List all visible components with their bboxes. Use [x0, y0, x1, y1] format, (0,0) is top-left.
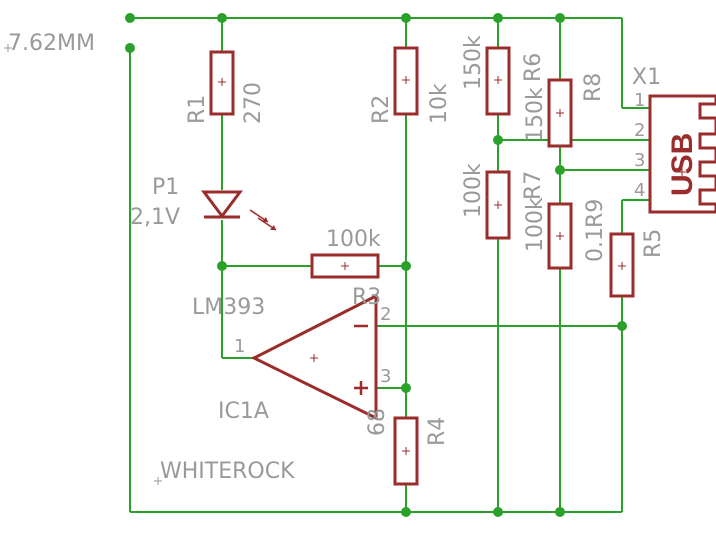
- usb-pin3-label: 3: [634, 150, 645, 171]
- junction-node: [493, 13, 503, 23]
- p1-name-label: P1: [152, 175, 179, 200]
- r2-value-label: 10k: [427, 83, 452, 124]
- junction-node: [401, 507, 411, 517]
- r6-name-label: R6: [521, 53, 546, 82]
- opamp-name-label: IC1A: [218, 399, 269, 424]
- r1-value-label: 270: [241, 82, 266, 124]
- r4-name-label: R4: [425, 417, 450, 446]
- origin-marks: [4, 44, 162, 485]
- junction-node: [493, 507, 503, 517]
- usb-pin2-label: 2: [634, 120, 645, 141]
- r4-value-label: 68: [365, 408, 390, 436]
- r5-name-label: R5: [641, 229, 666, 258]
- resistor-r5[interactable]: [609, 232, 635, 298]
- resistor-r3[interactable]: [310, 253, 380, 279]
- resistor-r1[interactable]: [209, 50, 235, 116]
- opamp-pin3-label: 3: [380, 366, 391, 387]
- resistor-r8[interactable]: [547, 78, 573, 148]
- usb-pin1-label: 1: [634, 90, 645, 111]
- r9-value-label: 100k: [523, 197, 548, 252]
- junction-node: [617, 321, 627, 331]
- junction-node: [217, 13, 227, 23]
- junction-node: [217, 261, 227, 271]
- usb-connector-x1[interactable]: [648, 94, 716, 214]
- junction-node: [555, 165, 565, 175]
- junction-node: [401, 13, 411, 23]
- r5-value-label: 0.1: [583, 227, 608, 262]
- resistor-r4[interactable]: [393, 416, 419, 486]
- r2-name-label: R2: [369, 95, 394, 124]
- footer-label: WHITEROCK: [160, 459, 295, 484]
- r1-name-label: R1: [185, 95, 210, 124]
- opamp-pin2-label: 2: [380, 304, 391, 325]
- r9-name-label: R9: [583, 199, 608, 228]
- r8-name-label: R8: [581, 73, 606, 102]
- resistor-r9[interactable]: [547, 202, 573, 270]
- usb-pin4-label: 4: [634, 180, 645, 201]
- junctions: [125, 13, 627, 517]
- r3-name-label: R3: [352, 285, 381, 310]
- opamp-ic1a[interactable]: [250, 293, 378, 421]
- resistor-r2[interactable]: [393, 46, 419, 116]
- junction-node: [555, 507, 565, 517]
- junction-node: [125, 13, 135, 23]
- junction-node: [401, 383, 411, 393]
- r7-value-label: 100k: [461, 163, 486, 218]
- junction-node: [493, 135, 503, 145]
- resistor-r6[interactable]: [485, 46, 511, 116]
- junction-node: [125, 43, 135, 53]
- junction-node: [555, 13, 565, 23]
- r7-name-label: R7: [521, 171, 546, 200]
- resistor-r7[interactable]: [485, 170, 511, 240]
- usb-text-label: USB: [666, 133, 699, 196]
- led-p1[interactable]: [201, 190, 277, 231]
- feedback-value-label: 100k: [326, 227, 381, 252]
- r6-value-label: 150k: [461, 35, 486, 90]
- connector-name-label: X1: [632, 65, 661, 90]
- junction-node: [401, 261, 411, 271]
- r8-value-label: 150k: [523, 87, 548, 142]
- opamp-model-label: LM393: [192, 295, 265, 320]
- spacing-label: 7.62MM: [8, 31, 95, 56]
- p1-value-label: 2,1V: [130, 205, 180, 230]
- opamp-pin1-label: 1: [234, 336, 245, 357]
